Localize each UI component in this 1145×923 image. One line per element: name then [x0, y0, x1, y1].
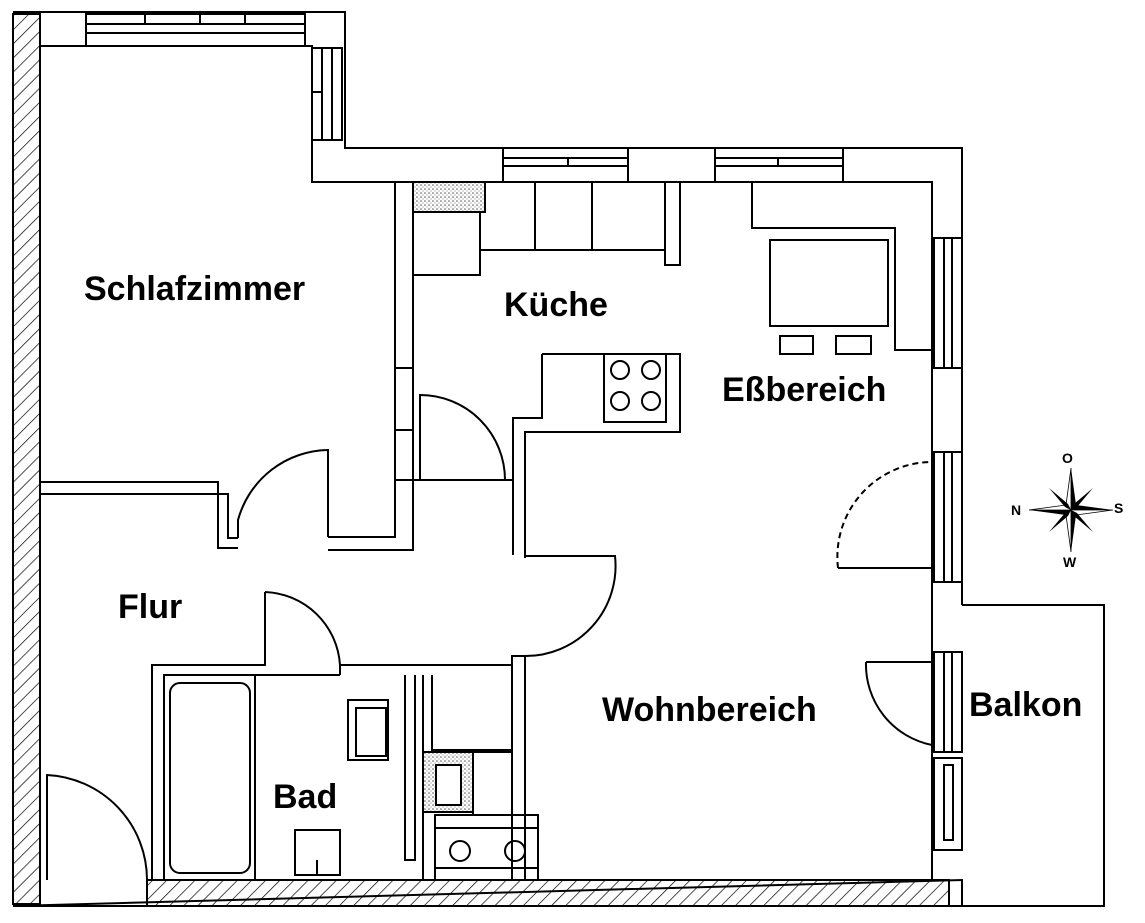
bath-wall: [151, 592, 525, 880]
room-label-balkon: Balkon: [969, 686, 1083, 724]
compass-letter-s: S: [1114, 500, 1124, 516]
room-label-flur: Flur: [118, 588, 183, 626]
room-label-wohnbereich: Wohnbereich: [602, 691, 817, 729]
window-living-east-2: [933, 651, 963, 753]
stove: [603, 353, 667, 423]
bath-door: [264, 591, 341, 666]
balcony-door-upper: [836, 461, 933, 569]
kitchenette-hob: [434, 814, 539, 881]
compass-letter-w: W: [1063, 554, 1077, 570]
bedroom-wall-south: [40, 481, 238, 549]
entrance-door: [46, 773, 149, 881]
balcony-door-lower: [864, 661, 933, 746]
room-label-bad: Bad: [273, 778, 338, 816]
outer-wall: [12, 11, 963, 907]
window-dining-east: [933, 237, 963, 369]
kitchen-door: [419, 393, 506, 481]
compass-letter-o: O: [1062, 450, 1073, 466]
compass-rose: [1028, 467, 1114, 553]
window-living-east-1: [933, 451, 963, 583]
bathtub: [169, 682, 251, 874]
living-door: [524, 555, 617, 658]
kitchen-sink-counter: [412, 181, 486, 213]
dining-table: [769, 239, 889, 327]
bedroom-door: [237, 448, 329, 538]
window-bedroom-side: [311, 47, 343, 141]
room-label-schlafzimmer: Schlafzimmer: [84, 270, 306, 308]
window-living-east-3: [933, 757, 963, 851]
compass-letter-n: N: [1011, 502, 1022, 518]
west-wall-hatched: [12, 13, 41, 905]
window-bedroom-top: [85, 13, 306, 47]
bedroom-wall-east: [328, 182, 414, 551]
kitchen-counter-lower: [512, 353, 681, 558]
room-label-kueche: Küche: [504, 286, 608, 324]
kitchen-wall: [412, 181, 514, 555]
balcony: [962, 604, 1105, 907]
room-label-essbereich: Eßbereich: [722, 371, 887, 409]
bath-sink: [347, 699, 389, 761]
